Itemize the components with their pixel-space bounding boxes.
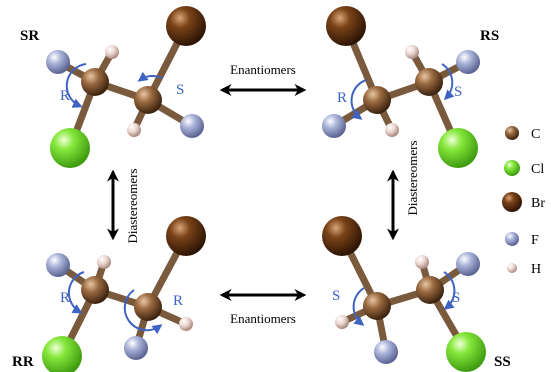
rotation-arrow: [350, 79, 367, 120]
fluorine-atom: [456, 252, 480, 276]
rotation-arrow: [67, 271, 85, 314]
carbon-atom: [415, 68, 443, 96]
enantiomers-label: Enantiomers: [230, 62, 296, 77]
enantiomers-label: Enantiomers: [230, 311, 296, 326]
legend-label: C: [531, 127, 540, 142]
hydrogen-atom: [179, 317, 193, 331]
carbon-atom: [81, 276, 109, 304]
diastereomers-label: Diastereomers: [125, 168, 140, 243]
relation-left: Diastereomers: [107, 168, 140, 244]
hydrogen-atom: [385, 123, 399, 137]
isomer-label: SR: [20, 28, 39, 44]
bromine-atom: [322, 216, 362, 256]
carbon-atom: [81, 68, 109, 96]
carbon-atom: [134, 293, 162, 321]
hydrogen-atom: [127, 123, 141, 137]
rotation-arrow: [137, 71, 163, 82]
legend-label: Br: [531, 196, 545, 211]
isomer-label: RS: [480, 28, 499, 44]
config-label: S: [176, 82, 184, 98]
bromine-atom: [326, 6, 366, 46]
config-label: S: [454, 84, 462, 100]
config-label: R: [60, 290, 70, 306]
legend-label: H: [531, 262, 541, 277]
rotation-arrow: [443, 271, 456, 310]
relation-right: Diastereomers: [387, 140, 420, 241]
config-label: R: [173, 293, 183, 309]
hydrogen-atom: [335, 315, 349, 329]
hydrogen-atom: [405, 45, 419, 59]
chlorine-atom: [446, 332, 486, 372]
molecule-rs: R S RS: [322, 6, 499, 168]
fluorine-atom: [456, 50, 480, 74]
hydrogen-atom-icon: [507, 263, 517, 273]
fluorine-atom: [374, 340, 398, 364]
carbon-atom: [134, 86, 162, 114]
rotation-arrow: [441, 63, 455, 101]
chlorine-atom: [438, 128, 478, 168]
isomer-label: SS: [494, 354, 511, 370]
carbon-atom: [363, 292, 391, 320]
bromine-atom: [166, 216, 206, 256]
atom-legend: C Cl Br F H: [502, 126, 545, 277]
hydrogen-atom: [97, 255, 111, 269]
carbon-atom: [416, 276, 444, 304]
relation-top: Enantiomers: [219, 62, 307, 96]
carbon-atom-icon: [505, 126, 519, 140]
molecule-rr: R R RR: [12, 216, 206, 372]
fluorine-atom: [322, 114, 346, 138]
config-label: S: [452, 290, 460, 306]
diastereomers-label: Diastereomers: [405, 140, 420, 215]
bromine-atom: [166, 6, 206, 46]
molecule-sr: R S SR: [20, 6, 206, 168]
hydrogen-atom: [105, 45, 119, 59]
molecule-ss: S S SS: [322, 216, 511, 372]
config-label: R: [60, 88, 70, 104]
carbon-atom: [363, 86, 391, 114]
rotation-arrow: [352, 287, 365, 326]
config-label: S: [332, 288, 340, 304]
chlorine-atom: [50, 128, 90, 168]
legend-label: Cl: [531, 162, 544, 177]
rotation-arrow: [123, 289, 163, 335]
legend-label: F: [531, 233, 539, 248]
fluorine-atom: [46, 253, 70, 277]
isomer-label: RR: [12, 354, 34, 370]
fluorine-atom: [180, 114, 204, 138]
relation-bottom: Enantiomers: [219, 289, 307, 326]
bromine-atom-icon: [502, 192, 522, 212]
chlorine-atom: [42, 336, 82, 372]
fluorine-atom: [46, 50, 70, 74]
config-label: R: [337, 90, 347, 106]
rotation-arrow: [65, 63, 87, 108]
fluorine-atom-icon: [505, 232, 519, 246]
hydrogen-atom: [415, 255, 429, 269]
chlorine-atom-icon: [504, 160, 520, 176]
fluorine-atom: [124, 336, 148, 360]
